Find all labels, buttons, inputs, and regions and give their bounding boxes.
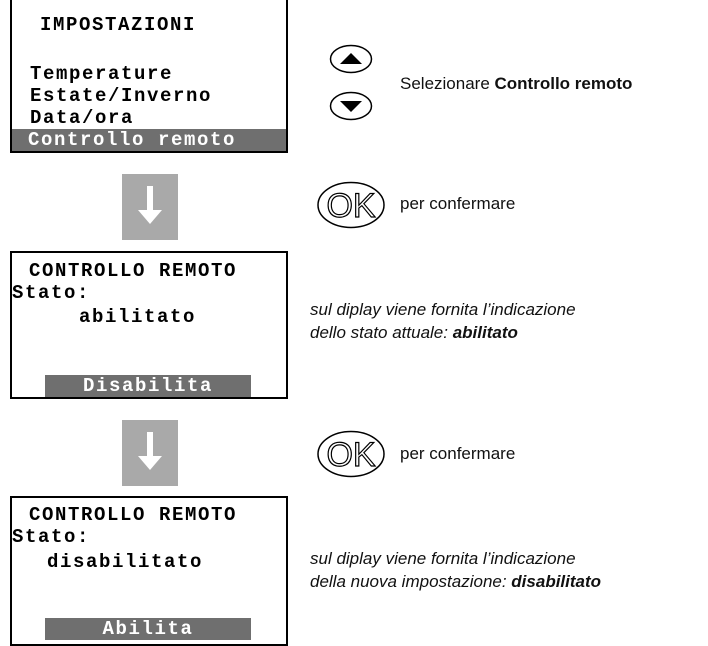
display-title: IMPOSTAZIONI xyxy=(40,14,197,36)
menu-item-temperature[interactable]: Temperature xyxy=(30,63,174,85)
step1-instruction-prefix: Selezionare xyxy=(400,74,495,93)
arrow-down-icon xyxy=(138,432,162,470)
ok-button-icon[interactable]: OK xyxy=(316,180,386,230)
status-label: Stato: xyxy=(12,282,91,304)
step3-line2: della nuova impostazione: disabilitato xyxy=(310,571,601,592)
step3-line1: sul diplay viene fornita l’indicazione xyxy=(310,549,576,568)
disable-action-button[interactable]: Disabilita xyxy=(45,375,251,397)
ok-button-label: OK xyxy=(326,187,375,225)
down-arrow-button-icon[interactable] xyxy=(329,91,373,121)
confirm-text-2: per confermare xyxy=(400,444,516,463)
status-value: abilitato xyxy=(79,306,197,328)
arrow-down-icon xyxy=(138,186,162,224)
step3-line2-bold: disabilitato xyxy=(511,572,602,591)
menu-item-data-ora[interactable]: Data/ora xyxy=(30,107,135,129)
menu-item-estate-inverno[interactable]: Estate/Inverno xyxy=(30,85,213,107)
enable-action-button[interactable]: Abilita xyxy=(45,618,251,640)
display-title: CONTROLLO REMOTO xyxy=(29,260,238,282)
ok-button-label: OK xyxy=(326,436,375,474)
status-label: Stato: xyxy=(12,526,91,548)
menu-item-controllo-remoto-selected[interactable]: Controllo remoto xyxy=(12,129,286,151)
confirm-text-1: per confermare xyxy=(400,194,516,213)
display-title: CONTROLLO REMOTO xyxy=(29,504,238,526)
up-arrow-button-icon[interactable] xyxy=(329,44,373,74)
status-value: disabilitato xyxy=(47,551,204,573)
step3-line2-prefix: della nuova impostazione: xyxy=(310,572,512,591)
flow-arrow-1 xyxy=(122,174,178,240)
step1-instruction-bold: Controllo remoto xyxy=(494,74,633,93)
display-settings-menu: IMPOSTAZIONI Temperature Estate/Inverno … xyxy=(10,0,288,153)
step1-instruction: Selezionare Controllo remoto xyxy=(400,73,632,94)
display-remote-control-enabled: CONTROLLO REMOTO Stato: abilitato Disabi… xyxy=(10,251,288,399)
step2-line1: sul diplay viene fornita l’indicazione xyxy=(310,300,576,319)
step2-line2-prefix: dello stato attuale: xyxy=(310,323,453,342)
step2-line2: dello stato attuale: abilitato xyxy=(310,322,518,343)
flow-arrow-2 xyxy=(122,420,178,486)
step2-line2-bold: abilitato xyxy=(452,323,518,342)
display-remote-control-disabled: CONTROLLO REMOTO Stato: disabilitato Abi… xyxy=(10,496,288,646)
ok-button-icon[interactable]: OK xyxy=(316,429,386,479)
